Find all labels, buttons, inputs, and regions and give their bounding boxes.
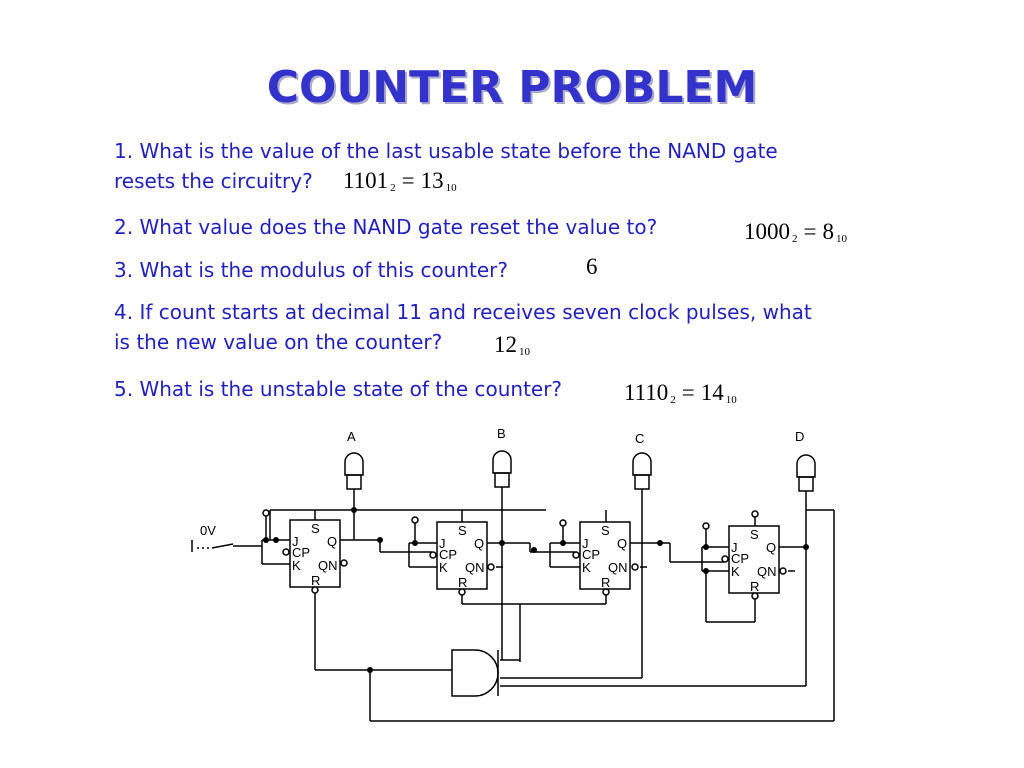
answer-5-binary: 1110: [624, 380, 669, 405]
answer-1-base-b: 2: [390, 182, 396, 194]
answer-1-decimal: 13: [420, 168, 444, 193]
ff-a-s: S: [311, 521, 320, 536]
ff-a-r: R: [311, 573, 320, 588]
ff-b-q: Q: [474, 536, 484, 551]
question-4-line1: 4. If count starts at decimal 11 and rec…: [114, 300, 812, 324]
ff-b-j: J: [439, 536, 446, 551]
question-3: 3. What is the modulus of this counter?: [114, 258, 509, 282]
switch-label: 0V: [200, 523, 216, 538]
question-2: 2. What value does the NAND gate reset t…: [114, 215, 658, 239]
answer-3: 6: [586, 254, 598, 279]
ff-d-q: Q: [766, 540, 776, 555]
ff-b-r: R: [458, 575, 467, 590]
probe-d-label: D: [795, 429, 804, 444]
answer-4-base-d: 10: [519, 346, 530, 358]
probe-a: [344, 452, 364, 510]
ff-d-j: J: [731, 540, 738, 555]
answer-5-decimal: 14: [700, 380, 724, 405]
probe-c-label: C: [635, 431, 644, 446]
ff-b-s: S: [458, 523, 467, 538]
answer-2-base-d: 10: [835, 233, 847, 245]
nand-gate: [451, 649, 499, 697]
probe-d: [796, 454, 816, 547]
probe-b: [492, 450, 512, 543]
probe-c: [632, 452, 652, 543]
answer-2-base-b: 2: [792, 233, 798, 245]
ff-d-s: S: [750, 527, 759, 542]
answer-5-base-d: 10: [725, 394, 737, 406]
answer-1-binary: 1101: [343, 168, 389, 193]
question-1-line1: 1. What is the value of the last usable …: [114, 139, 778, 163]
answer-1-base-d: 10: [445, 182, 457, 194]
ff-a-cp: CP: [292, 545, 310, 560]
ff-c-k: K: [582, 560, 591, 575]
ff-c-qn: QN: [608, 560, 628, 575]
question-1-line2: resets the circuitry?: [114, 169, 313, 193]
answer-4-decimal: 12: [494, 332, 517, 357]
answer-5-base-b: 2: [670, 394, 676, 406]
ff-b-k: K: [439, 560, 448, 575]
ff-a-k: K: [292, 558, 301, 573]
ff-d-cp: CP: [731, 551, 749, 566]
ff-a-j: J: [292, 534, 299, 549]
ff-c-j: J: [582, 536, 589, 551]
ff-c-q: Q: [617, 536, 627, 551]
ff-a-q: Q: [327, 534, 337, 549]
question-1: 1. What is the value of the last usable …: [114, 136, 778, 196]
page-title: COUNTER PROBLEM: [266, 62, 758, 113]
question-5: 5. What is the unstable state of the cou…: [114, 377, 563, 401]
probe-a-label: A: [347, 429, 356, 444]
question-4: 4. If count starts at decimal 11 and rec…: [114, 297, 812, 357]
answer-2-decimal: 8: [822, 219, 834, 244]
ff-d-qn: QN: [757, 564, 777, 579]
ff-b-qn: QN: [465, 560, 485, 575]
answer-2-binary: 1000: [744, 219, 790, 244]
question-4-line2: is the new value on the counter?: [114, 330, 443, 354]
ff-d-k: K: [731, 564, 740, 579]
ff-d-r: R: [750, 579, 759, 594]
ff-c-s: S: [601, 523, 610, 538]
ff-c-r: R: [601, 575, 610, 590]
probe-b-label: B: [497, 426, 506, 441]
ff-a-qn: QN: [318, 558, 338, 573]
ff-c-cp: CP: [582, 547, 600, 562]
ff-b-cp: CP: [439, 547, 457, 562]
